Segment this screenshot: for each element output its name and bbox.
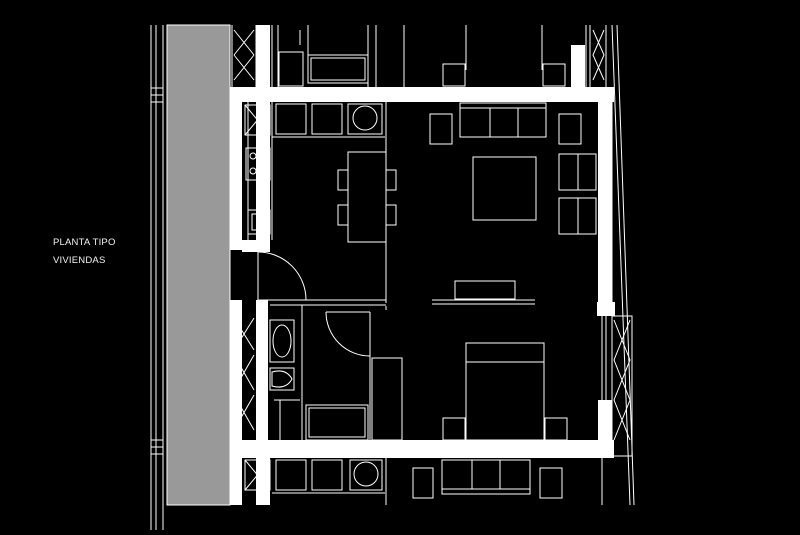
dining-table (338, 152, 396, 242)
right-exterior-lines (612, 25, 634, 505)
top-unit-fragment (232, 25, 606, 88)
bathroom (234, 305, 368, 440)
corridor (167, 25, 230, 505)
outer-guide-lines (151, 25, 163, 530)
bottom-unit-fragment (245, 458, 602, 505)
plan-caption-line1: PLANTA TIPO (53, 237, 116, 248)
plan-caption-line2: VIVIENDAS (53, 255, 106, 266)
doors (258, 250, 386, 440)
walls (230, 25, 615, 505)
bedroom (372, 316, 632, 456)
kitchen (245, 102, 385, 240)
living-room (386, 102, 602, 304)
